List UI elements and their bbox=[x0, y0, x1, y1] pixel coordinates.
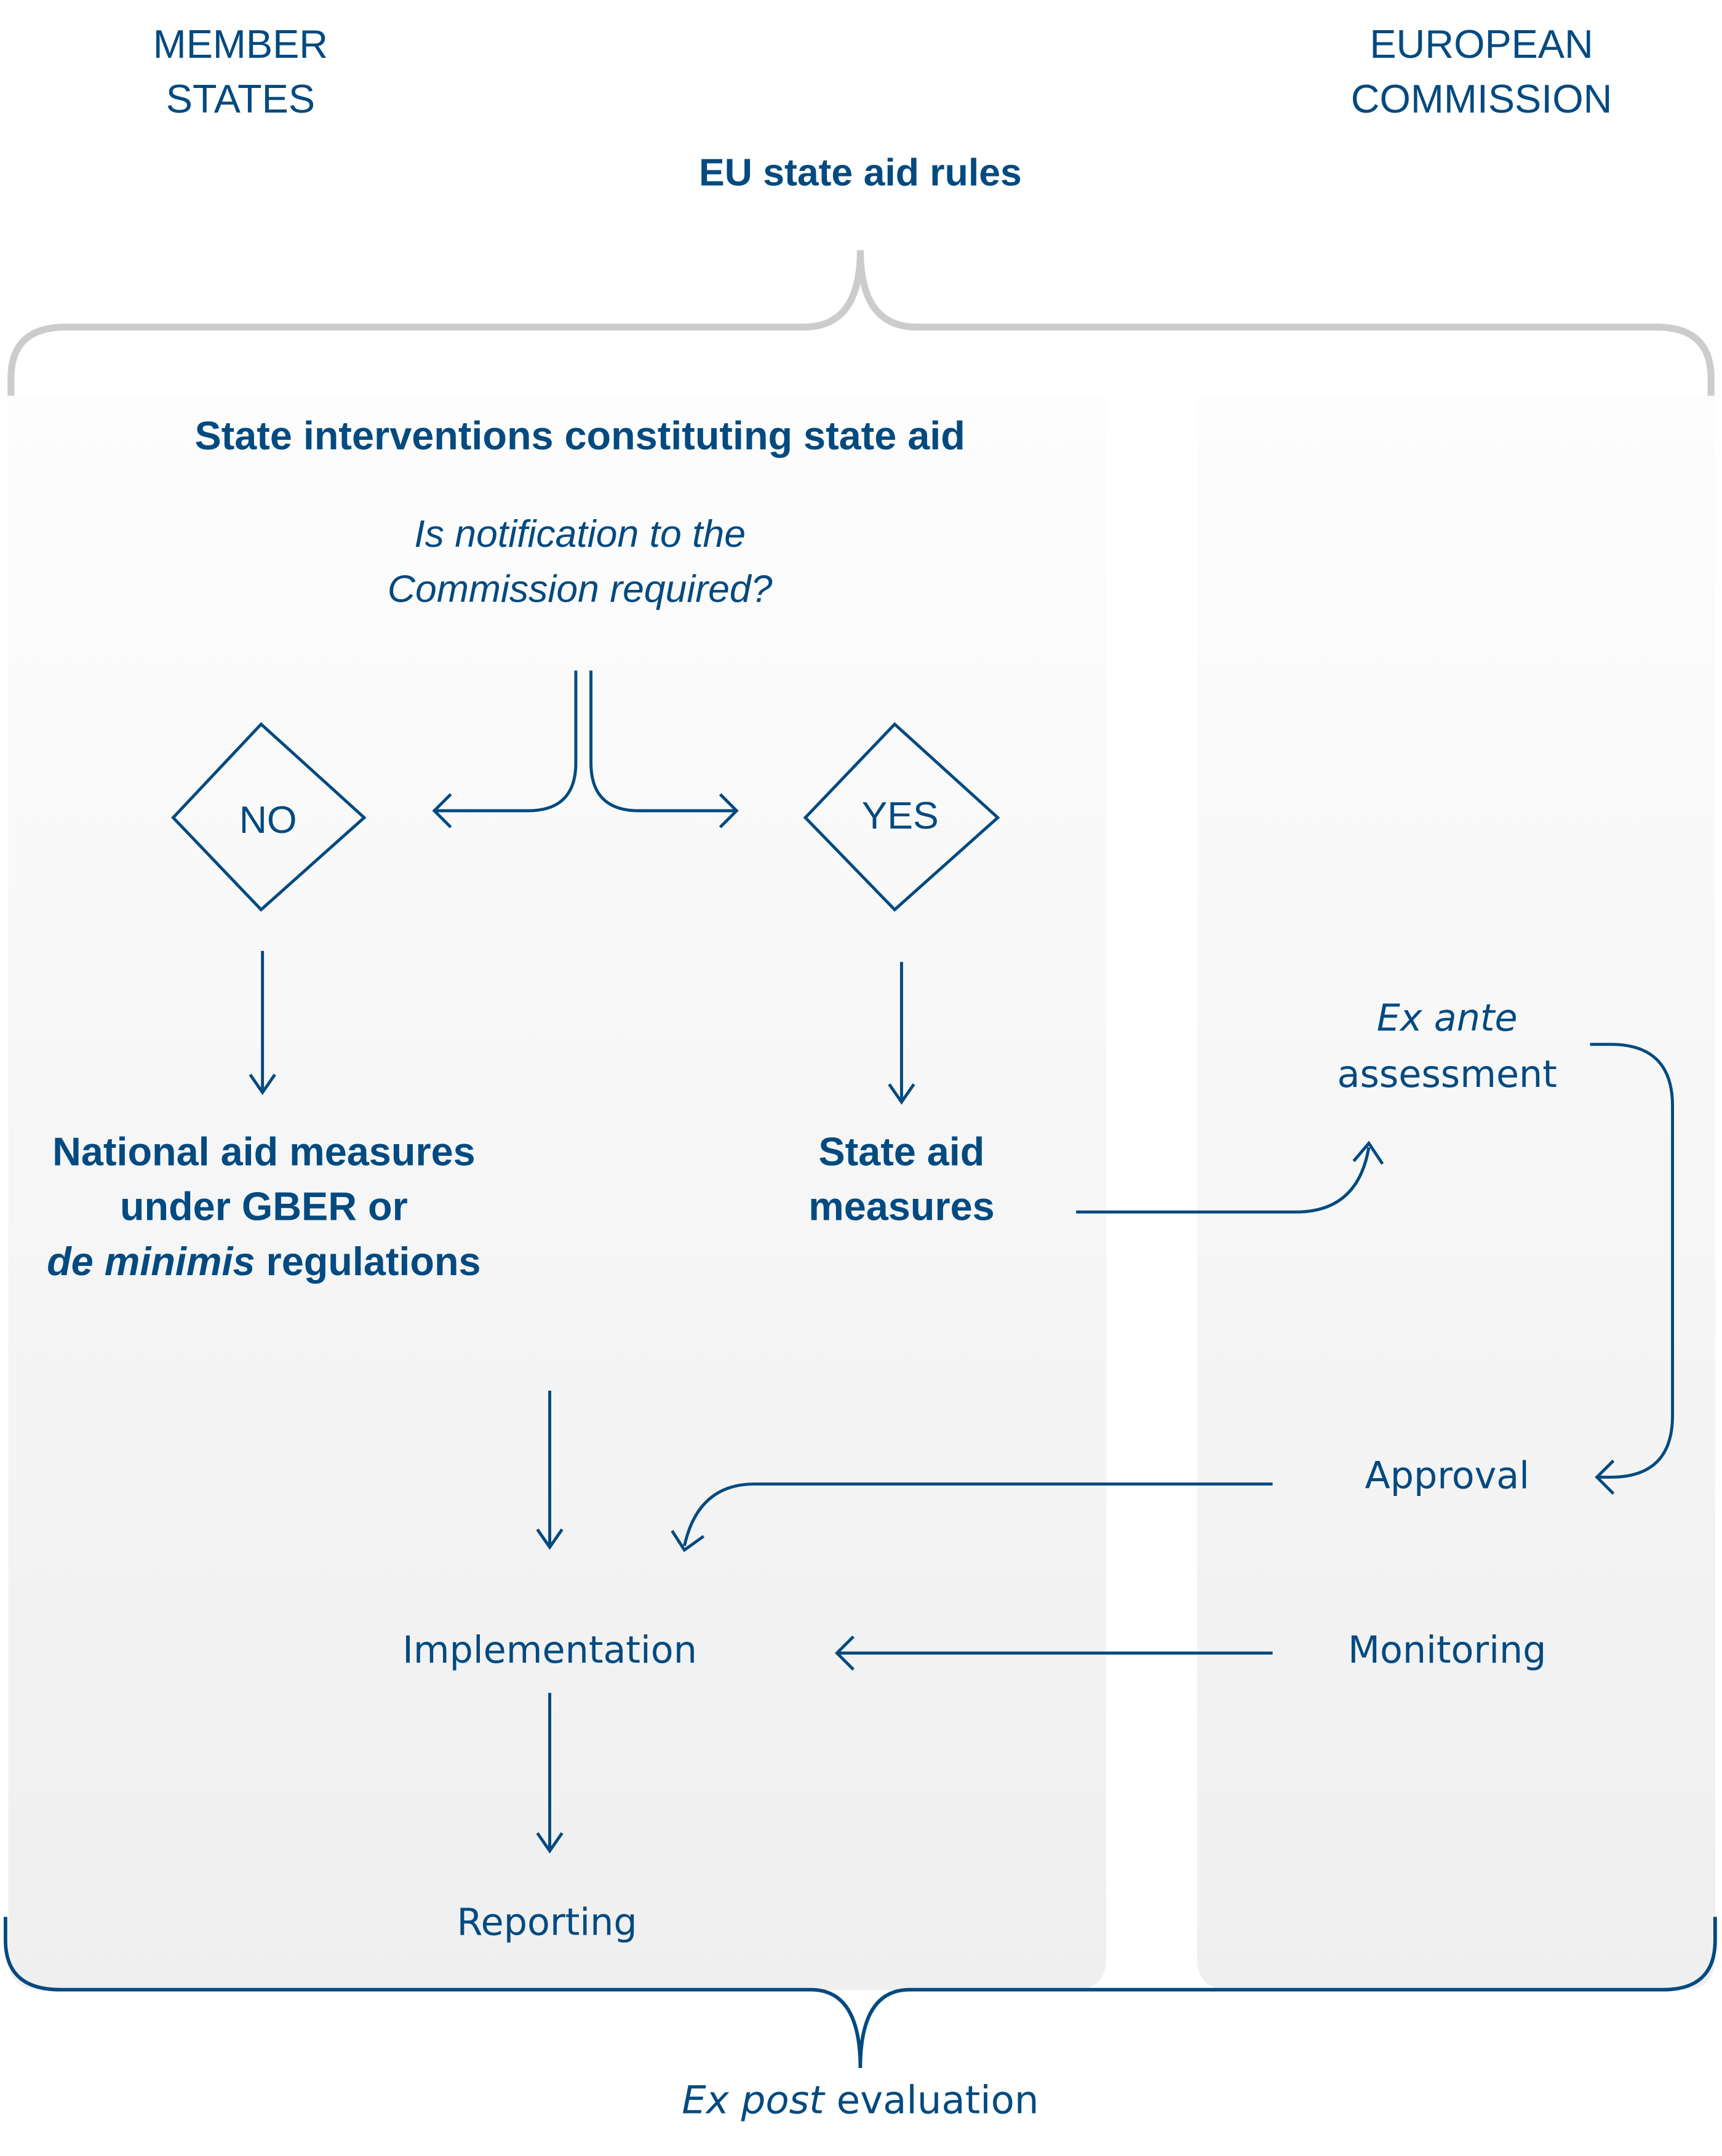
national-measures-line-3: de minimis regulations bbox=[47, 1239, 480, 1284]
member-states-label-1: MEMBER bbox=[153, 22, 328, 66]
flow-title: State interventions constituting state a… bbox=[195, 413, 965, 458]
no-down-arrow bbox=[249, 950, 276, 1096]
ex-ante-italic: Ex ante bbox=[1377, 996, 1518, 1040]
no-diamond bbox=[171, 722, 367, 912]
question-line-1: Is notification to the bbox=[414, 512, 746, 555]
commission-panel bbox=[1197, 396, 1715, 1990]
to-implementation-arrow bbox=[536, 1390, 564, 1550]
yes-diamond bbox=[803, 722, 1000, 912]
yes-down-arrow bbox=[888, 961, 915, 1105]
approval-label: Approval bbox=[1365, 1454, 1529, 1497]
de-minimis-italic: de minimis bbox=[47, 1239, 255, 1284]
split-arrow-right bbox=[589, 670, 737, 813]
national-measures-line-2: under GBER or bbox=[120, 1184, 408, 1229]
state-aid-measures-line-2: measures bbox=[808, 1184, 994, 1229]
commission-label-1: EUROPEAN bbox=[1369, 22, 1593, 66]
bottom-brace bbox=[4, 1917, 1717, 2068]
top-brace bbox=[7, 250, 1715, 396]
commission-label-2: COMMISSION bbox=[1351, 76, 1612, 121]
ex-ante-assessment: assessment bbox=[1337, 1053, 1557, 1096]
to-reporting-arrow bbox=[536, 1693, 564, 1854]
arrowhead-left bbox=[432, 793, 452, 829]
to-ex-ante-arrow bbox=[1076, 1140, 1384, 1214]
monitoring-label: Monitoring bbox=[1348, 1629, 1546, 1672]
eu-rules-title: EU state aid rules bbox=[699, 151, 1022, 194]
reporting-label: Reporting bbox=[457, 1901, 637, 1944]
monitoring-to-implementation-arrow bbox=[834, 1635, 1273, 1671]
evaluation-text: evaluation bbox=[824, 2078, 1039, 2123]
state-aid-measures-line-1: State aid bbox=[818, 1129, 984, 1174]
member-states-panel bbox=[8, 396, 1107, 1990]
split-arrow-left bbox=[434, 670, 578, 813]
no-label: NO bbox=[239, 798, 297, 841]
ex-post-evaluation: Ex post evaluation bbox=[682, 2078, 1038, 2123]
member-states-label-2: STATES bbox=[166, 76, 315, 121]
ex-post-italic: Ex post bbox=[682, 2078, 826, 2123]
yes-label: YES bbox=[862, 794, 939, 837]
arrowhead-right bbox=[719, 793, 739, 829]
question-line-2: Commission required? bbox=[388, 567, 773, 610]
implementation-label: Implementation bbox=[402, 1629, 697, 1672]
assessment-to-approval-arrow bbox=[1590, 1043, 1675, 1495]
regulations-text: regulations bbox=[255, 1239, 481, 1284]
national-measures-line-1: National aid measures bbox=[52, 1129, 476, 1174]
approval-to-implementation-arrow bbox=[671, 1482, 1273, 1553]
